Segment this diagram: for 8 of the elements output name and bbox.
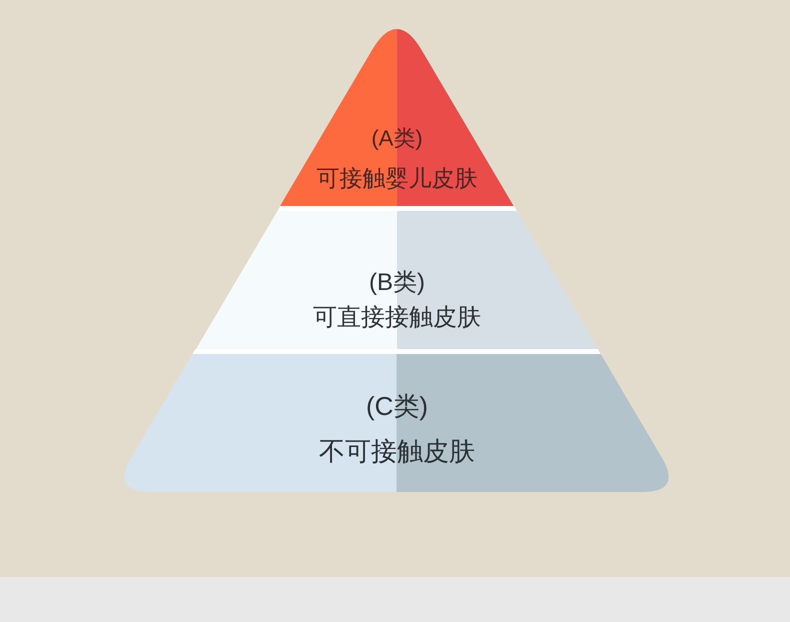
pyramid-tier [196, 206, 598, 349]
tier-heading: (B类) [368, 269, 425, 297]
tier-heading: (A类) [371, 125, 423, 151]
tier-label: 可接触婴儿皮肤 [316, 164, 478, 192]
tier-label: 不可接触皮肤 [318, 437, 475, 467]
tier-heading: (C类) [366, 392, 428, 422]
tier-label: 可直接接触皮肤 [312, 304, 481, 332]
pyramid-tier [280, 27, 514, 206]
